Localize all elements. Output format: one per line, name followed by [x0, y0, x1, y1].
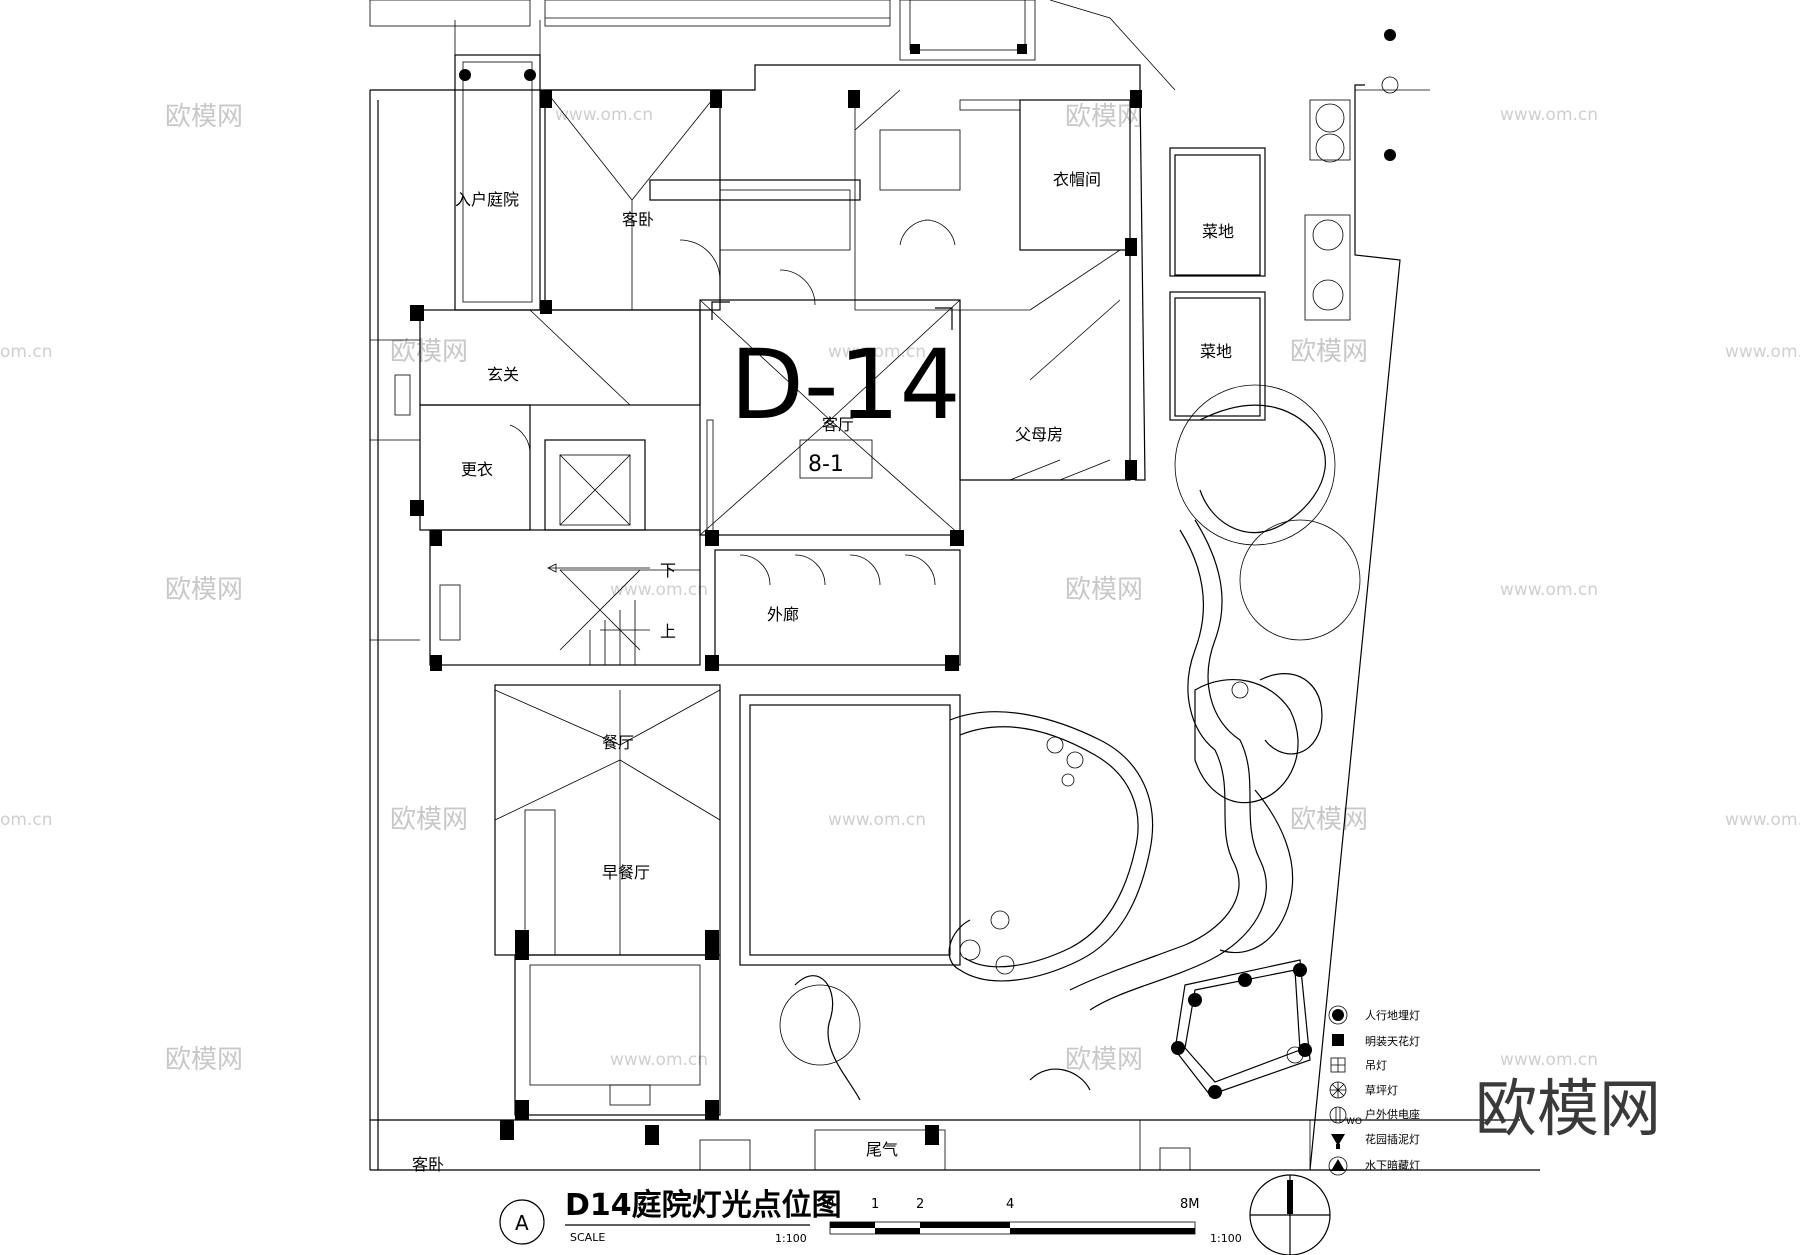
svg-text:花园插泥灯: 花园插泥灯 [1365, 1132, 1420, 1146]
watermark-brand: 欧模网 [165, 102, 243, 132]
watermark-brand-large: 欧模网 [1475, 1072, 1661, 1145]
scale-tick: 2 [916, 1197, 924, 1212]
watermark-brand: 欧模网 [390, 805, 468, 835]
scale-tick: 0 [826, 1197, 834, 1212]
garden-landscape [779, 29, 1430, 1171]
label-entry-court: 入户庭院 [455, 190, 519, 209]
svg-text:户外供电座: 户外供电座 [1365, 1107, 1420, 1121]
building-walls [369, 20, 1540, 1171]
scale-right: 1:100 [1210, 1232, 1242, 1245]
svg-text:明装天花灯: 明装天花灯 [1365, 1035, 1420, 1048]
watermark-url: www.om.cn [555, 105, 653, 125]
legend-item: 人行地埋灯 [1328, 1005, 1420, 1025]
scale-tick: 1 [871, 1197, 879, 1212]
label-down: 下 [660, 561, 676, 580]
watermark-brand: 欧模网 [1290, 805, 1368, 835]
watermark-url: www.om.cn [1725, 810, 1800, 830]
label-guest-bedroom-bottom: 客卧 [412, 1155, 444, 1174]
legend-item: 花园插泥灯 [1331, 1132, 1420, 1149]
label-vegetable-plot-2: 菜地 [1200, 342, 1232, 361]
watermark-url: om.cn [0, 342, 53, 362]
label-foyer: 玄关 [487, 365, 519, 384]
label-breakfast-room: 早餐厅 [602, 863, 650, 882]
label-parents-room: 父母房 [1015, 425, 1063, 444]
watermark-brand: 欧模网 [1290, 337, 1368, 367]
title-block: A D14庭院灯光点位图 SCALE 1:100 0 1 2 4 8M 1:10… [499, 1174, 1331, 1255]
drawing-title: D14庭院灯光点位图 [565, 1188, 842, 1223]
svg-text:吊灯: 吊灯 [1365, 1059, 1387, 1072]
watermark-url: om.cn [0, 810, 53, 830]
watermark-brand: 欧模网 [1065, 1045, 1143, 1075]
room-labels: 入户庭院 客卧 衣帽间 玄关 D-14 客厅 8-1 父母房 更衣 下 上 外廊… [412, 170, 1234, 1174]
watermark-brand: 欧模网 [390, 337, 468, 367]
legend-item: 草坪灯 [1329, 1081, 1398, 1099]
svg-text:WO: WO [1346, 1117, 1362, 1127]
scale-bar: 0 1 2 4 8M [826, 1197, 1200, 1235]
label-living-room: 客厅 [822, 415, 854, 434]
watermark-url: www.om.cn [1500, 1050, 1598, 1070]
legend-item: 吊灯 [1330, 1057, 1387, 1073]
label-cloakroom: 衣帽间 [1053, 170, 1101, 189]
legend-item: 水下暗藏灯 [1328, 1156, 1420, 1176]
watermark-layer: 欧模网 www.om.cn 欧模网 www.om.cn om.cn 欧模网 ww… [0, 102, 1800, 1075]
svg-text:草坪灯: 草坪灯 [1365, 1084, 1398, 1097]
watermark-url: www.om.cn [828, 342, 926, 362]
scale-left: 1:100 [775, 1232, 807, 1245]
watermark-url: www.om.cn [610, 580, 708, 600]
title-bubble [499, 1199, 545, 1245]
top-fence [369, 0, 1176, 91]
label-dining-room: 餐厅 [602, 733, 634, 752]
scale-tick: 4 [1006, 1197, 1014, 1212]
watermark-url: www.om.cn [828, 810, 926, 830]
svg-text:人行地埋灯: 人行地埋灯 [1365, 1009, 1420, 1022]
watermark-brand: 欧模网 [165, 1045, 243, 1075]
label-up: 上 [660, 622, 676, 641]
structural-columns [410, 90, 1142, 1145]
label-changing-room: 更衣 [461, 460, 493, 479]
svg-text:水下暗藏灯: 水下暗藏灯 [1365, 1158, 1420, 1172]
scale-tick: 8M [1180, 1197, 1200, 1212]
title-bubble-letter: A [515, 1211, 529, 1235]
watermark-url: www.om.cn [1725, 342, 1800, 362]
sub-code: 8-1 [808, 452, 844, 477]
label-outer-corridor: 外廊 [767, 605, 799, 624]
scale-word: SCALE [570, 1231, 605, 1244]
label-exhaust: 尾气 [866, 1140, 898, 1159]
label-guest-bedroom: 客卧 [622, 210, 654, 229]
watermark-url: www.om.cn [1500, 580, 1598, 600]
watermark-brand: 欧模网 [1065, 575, 1143, 605]
watermark-url: www.om.cn [1500, 105, 1598, 125]
watermark-url: www.om.cn [610, 1050, 708, 1070]
legend-item: WO 户外供电座 [1329, 1106, 1420, 1127]
watermark-brand: 欧模网 [165, 575, 243, 605]
label-vegetable-plot-1: 菜地 [1202, 222, 1234, 241]
legend-item: 明装天花灯 [1332, 1034, 1420, 1048]
legend: 人行地埋灯 明装天花灯 吊灯 草坪灯 WO 户外供电座 花园插泥灯 [1328, 1005, 1420, 1176]
plan-code: D-14 [730, 329, 961, 441]
north-arrow-icon [1249, 1174, 1331, 1255]
